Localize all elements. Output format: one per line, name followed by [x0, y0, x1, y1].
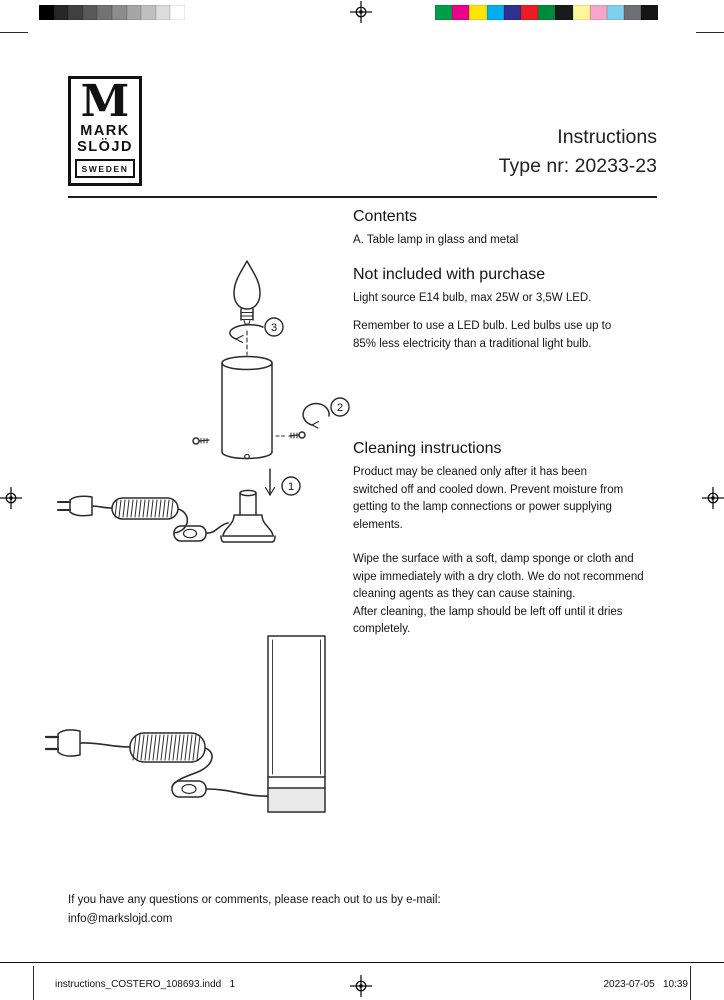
power-cord: [173, 508, 189, 534]
calibration-swatch: [170, 5, 185, 20]
logo-word-mark: MARK: [80, 122, 130, 139]
calibration-swatch: [572, 5, 590, 20]
calibration-swatch: [126, 5, 142, 20]
slug-filename: instructions_COSTERO_108693.indd 1: [55, 979, 236, 990]
logo-word-slojd: SLÖJD: [77, 139, 133, 156]
footer-divider: [0, 962, 724, 963]
power-plug-icon: [44, 729, 81, 757]
screw-right-icon: [275, 431, 306, 439]
step-3-label: 3: [271, 322, 277, 334]
calibration-swatch: [624, 5, 642, 20]
header: Instructions Type nr: 20233-23: [499, 123, 657, 181]
step-1-circle: [281, 476, 301, 496]
power-cord: [205, 522, 229, 534]
screw-left-icon: [192, 437, 210, 445]
power-plug-icon: [57, 495, 93, 517]
calibration-swatch: [555, 5, 573, 20]
registration-mark-right-icon: [702, 487, 724, 509]
calibration-swatch: [452, 5, 470, 20]
crop-mark: [690, 966, 691, 1000]
cleaning-paragraph-1: Product may be cleaned only after it has…: [353, 466, 624, 531]
color-calibration-bar: [435, 5, 659, 20]
type-number: Type nr: 20233-23: [498, 155, 657, 177]
calibration-swatch: [53, 5, 69, 20]
power-cord: [171, 747, 213, 788]
calibration-swatch: [520, 5, 539, 20]
calibration-swatch: [469, 5, 487, 20]
rotate-arrow-2-icon: [302, 402, 330, 429]
power-cord: [91, 505, 113, 509]
calibration-swatch: [486, 5, 504, 20]
contents-heading: Contents: [353, 208, 418, 225]
not-included-body: Light source E14 bulb, max 25W or 3,5W L…: [353, 292, 592, 304]
registration-mark-bottom-icon: [350, 975, 372, 997]
calibration-swatch: [435, 5, 453, 20]
crop-mark: [33, 966, 34, 1000]
calibration-swatch: [141, 5, 156, 20]
assembly-diagram: 3 2 1: [57, 260, 350, 543]
calibration-swatch: [111, 5, 127, 20]
crop-mark: [696, 32, 724, 33]
calibration-swatch: [538, 5, 556, 20]
cleaning-paragraph-2: Wipe the surface with a soft, damp spong…: [353, 553, 644, 635]
header-divider: [68, 196, 657, 198]
calibration-swatch: [82, 5, 98, 20]
contents-body: A. Table lamp in glass and metal: [353, 234, 519, 246]
step-1-label: 1: [288, 481, 294, 493]
calibration-swatch: [606, 5, 625, 20]
power-cord: [79, 742, 131, 748]
calibration-swatch: [589, 5, 607, 20]
calibration-swatch: [39, 5, 54, 20]
logo-word-sweden: SWEDEN: [75, 159, 135, 178]
not-included-heading: Not included with purchase: [353, 266, 546, 283]
step-2-label: 2: [337, 402, 343, 414]
inline-switch-icon: [173, 525, 207, 542]
markslojd-logo: M MARK SLÖJD SWEDEN: [68, 76, 142, 186]
coiled-cord-icon: [111, 497, 179, 520]
crop-mark: [0, 32, 28, 33]
document-title: Instructions: [557, 126, 657, 148]
calibration-swatch: [503, 5, 521, 20]
registration-mark-top-icon: [350, 1, 372, 23]
calibration-swatch: [68, 5, 83, 20]
calibration-swatch: [97, 5, 112, 20]
assembled-lamp-diagram: [44, 635, 326, 813]
power-cord: [205, 788, 269, 797]
step-2-circle: [330, 397, 350, 417]
bulb-icon: [233, 260, 261, 325]
cleaning-heading: Cleaning instructions: [353, 440, 502, 457]
slug-datetime: 2023-07-05 10:39: [603, 979, 688, 990]
step-3-circle: [264, 317, 284, 337]
logo-monogram: M: [80, 76, 130, 127]
inline-switch-icon: [171, 780, 207, 798]
lamp-base: [220, 489, 276, 543]
rotate-arrow-3-icon: [229, 323, 264, 344]
assembled-lamp: [267, 635, 326, 813]
calibration-swatch: [641, 5, 659, 20]
down-arrow-1-icon: [264, 468, 276, 496]
grayscale-calibration-bar: [39, 5, 185, 20]
coiled-cord-icon: [129, 732, 206, 763]
registration-mark-left-icon: [0, 487, 22, 509]
led-note: Remember to use a LED bulb. Led bulbs us…: [353, 320, 612, 350]
lamp-shade-cylinder: [221, 355, 273, 460]
contact-note: If you have any questions or comments, p…: [68, 894, 441, 925]
calibration-swatch: [155, 5, 171, 20]
